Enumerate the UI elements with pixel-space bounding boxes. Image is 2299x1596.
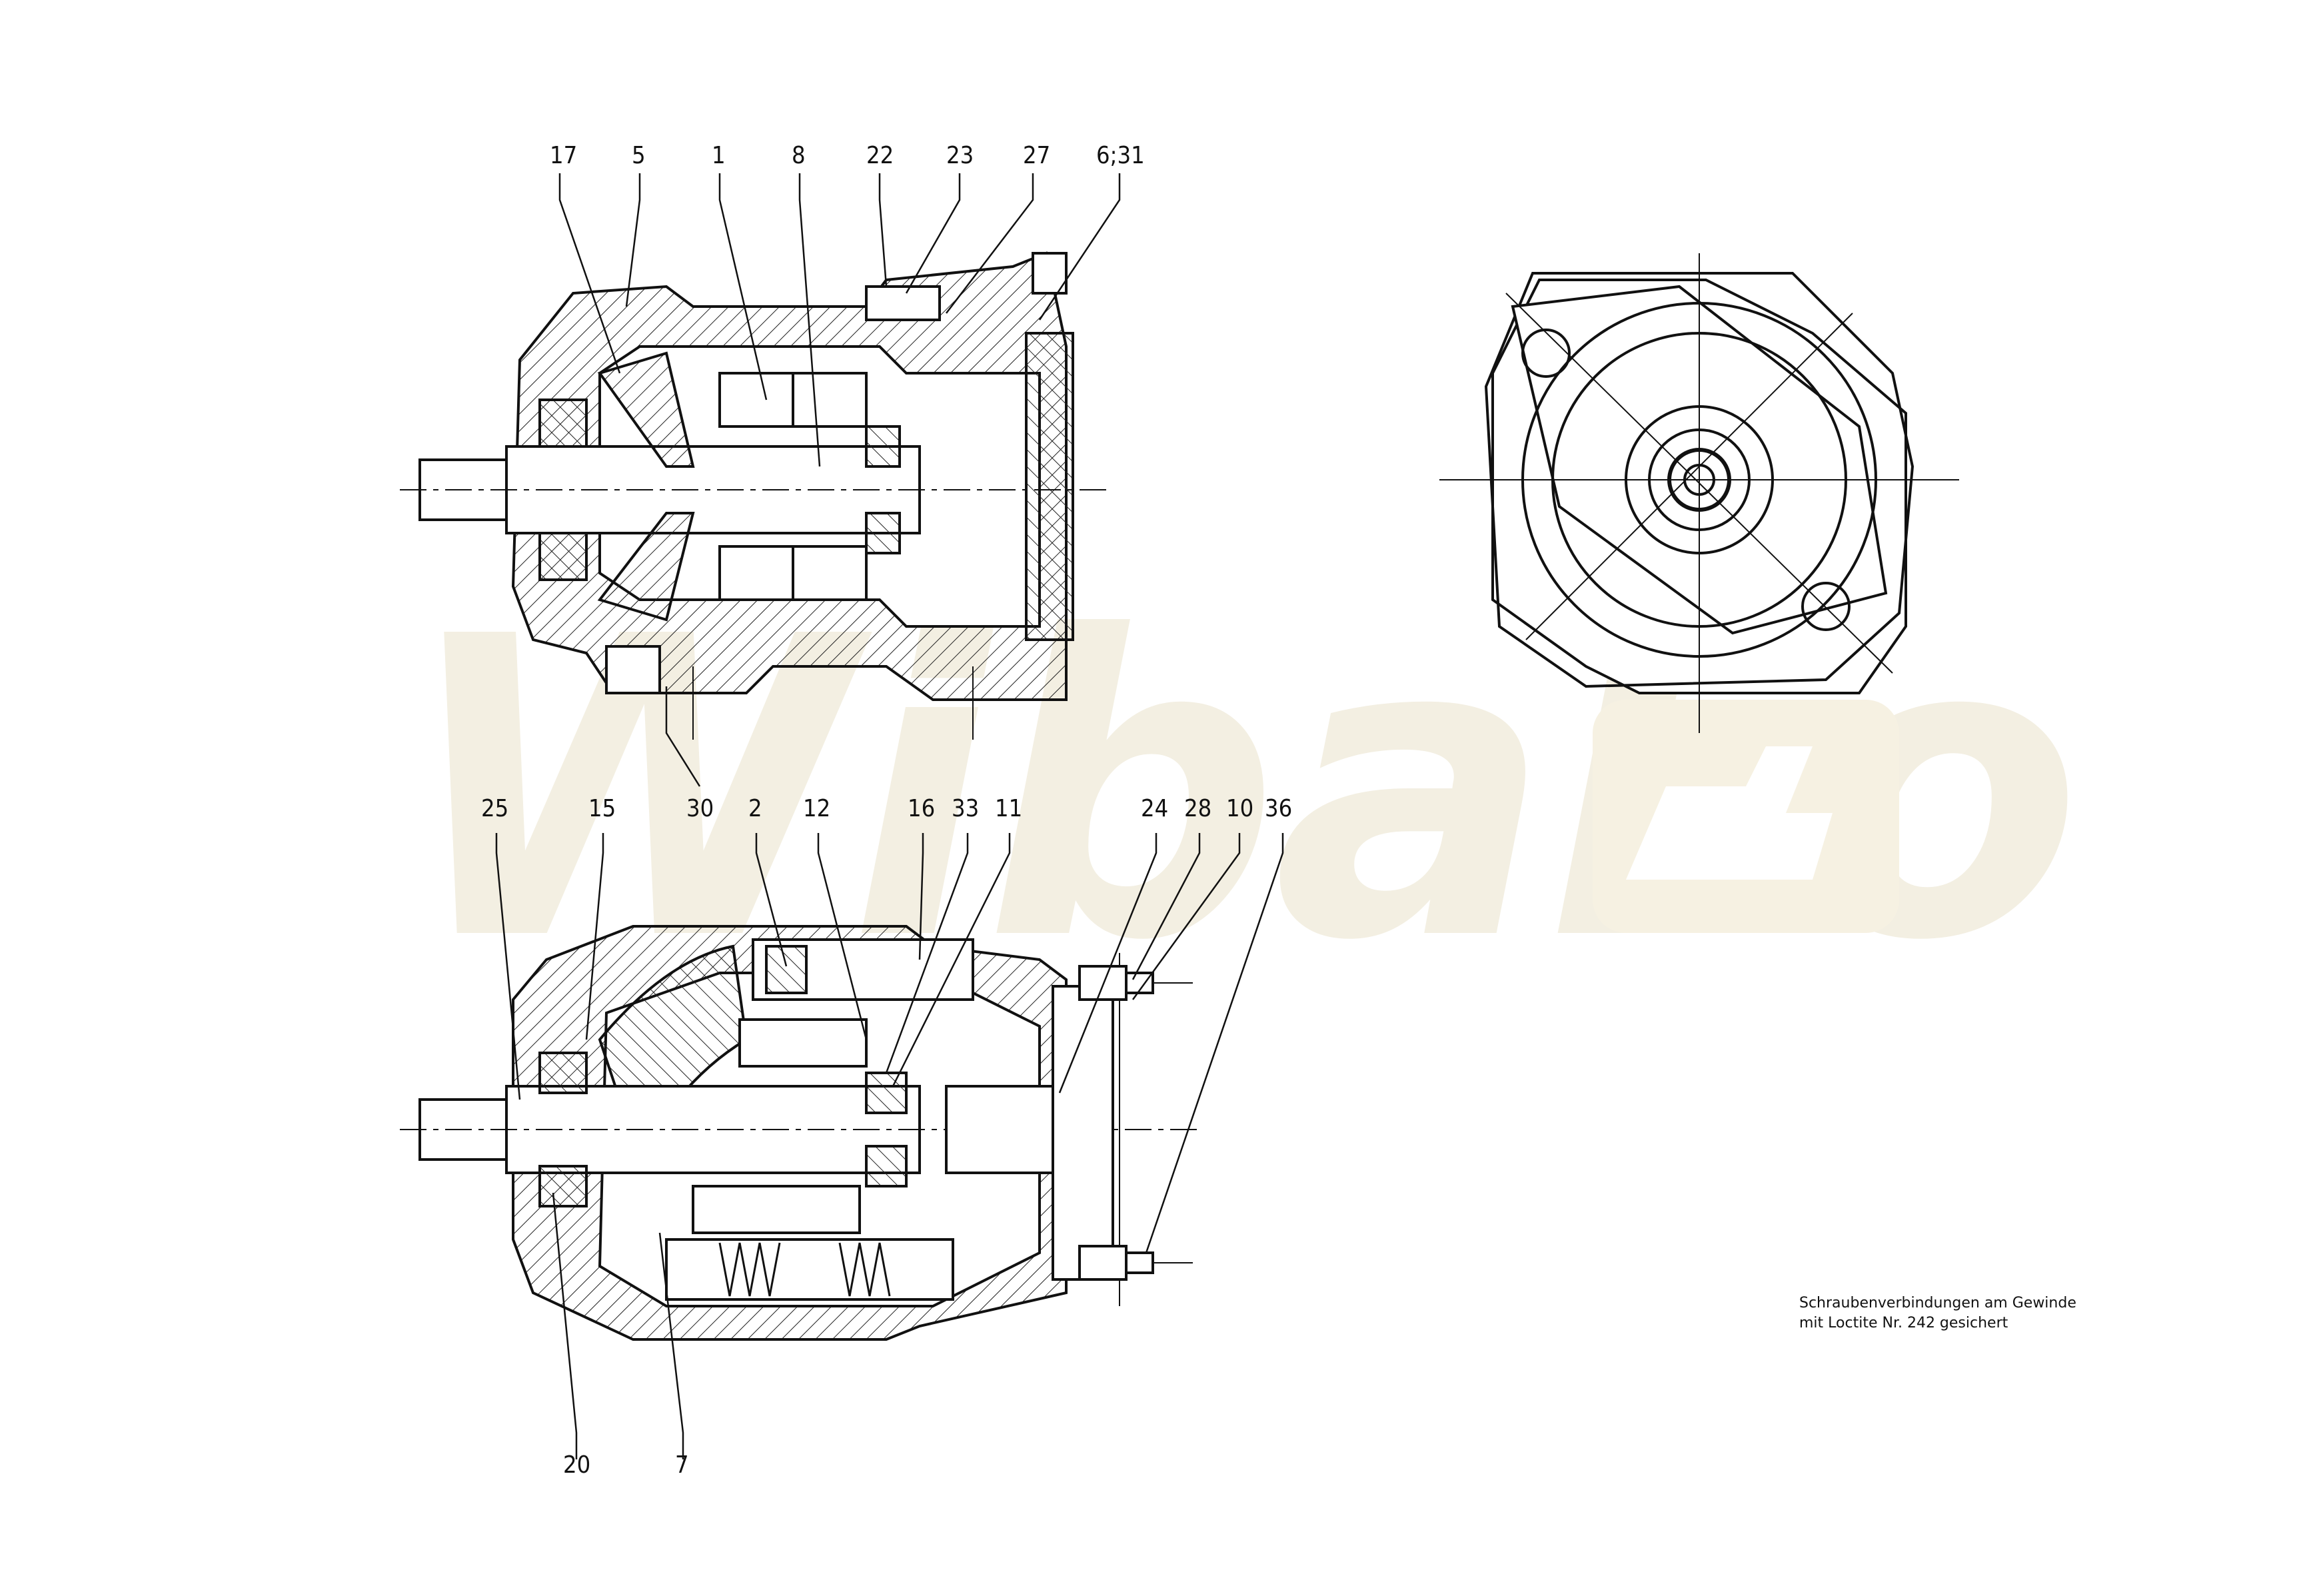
label-6-31: 6;31 [1096, 142, 1145, 169]
label-2: 2 [748, 795, 762, 822]
top-part-labels: 17 5 1 8 22 23 27 6;31 30 [550, 142, 1145, 822]
assembly-note: Schraubenverbindungen am Gewinde mit Loc… [1799, 1295, 2076, 1331]
label-8: 8 [792, 142, 806, 169]
label-5: 5 [632, 142, 646, 169]
top-leaders [558, 173, 1121, 787]
note-line-2: mit Loctite Nr. 242 gesichert [1799, 1315, 2008, 1331]
label-16: 16 [908, 795, 935, 822]
label-23: 23 [946, 142, 974, 169]
bottom-part-labels: 25 15 2 12 16 33 11 24 28 10 36 20 7 [481, 795, 1292, 1479]
bottom-section-view [400, 925, 1199, 1341]
label-15: 15 [588, 795, 616, 822]
label-12: 12 [803, 795, 830, 822]
label-28: 28 [1184, 795, 1211, 822]
label-24: 24 [1141, 795, 1168, 822]
watermark-logo-shape [1626, 746, 1833, 880]
label-33: 33 [952, 795, 979, 822]
label-1: 1 [712, 142, 726, 169]
label-36: 36 [1265, 795, 1292, 822]
bottom-leaders [495, 833, 1284, 1459]
label-27: 27 [1023, 142, 1050, 169]
note-line-1: Schraubenverbindungen am Gewinde [1799, 1295, 2076, 1311]
label-25: 25 [481, 795, 508, 822]
label-11: 11 [995, 795, 1022, 822]
label-20: 20 [563, 1451, 590, 1479]
end-view [1439, 253, 1959, 733]
label-22: 22 [866, 142, 894, 169]
label-17: 17 [550, 142, 577, 169]
label-30: 30 [686, 795, 714, 822]
top-section-view [400, 251, 1106, 740]
label-10: 10 [1226, 795, 1253, 822]
label-7: 7 [675, 1451, 689, 1479]
